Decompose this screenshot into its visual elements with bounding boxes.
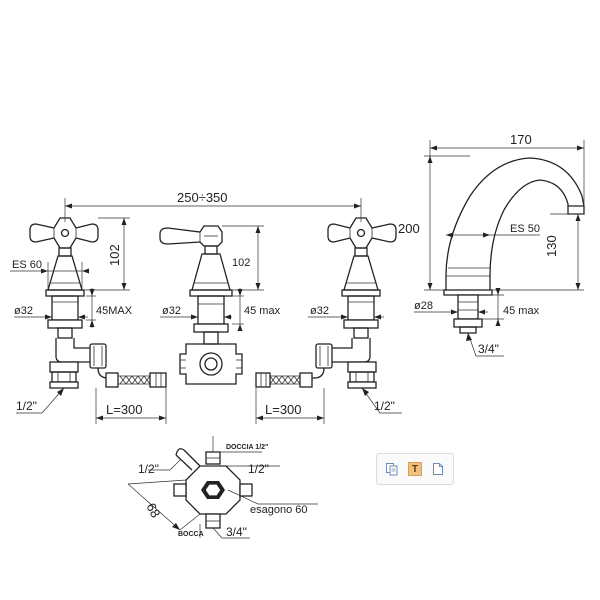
half-inch-right-label: 1/2": [374, 399, 395, 413]
dimension-labels: 250÷350 170 200 130 ES 50 ES 60 102 102 …: [12, 132, 559, 539]
three-quarter-body-label: 3/4": [226, 525, 247, 539]
height-102-mid-label: 102: [232, 257, 250, 269]
spout-height-label: 200: [398, 221, 420, 236]
spout-130-label: 130: [544, 235, 559, 257]
spout: [443, 157, 585, 334]
d32-left-label: ø32: [14, 305, 33, 317]
bocca-label: BOCCA: [178, 531, 204, 538]
middle-valve: [159, 225, 243, 385]
left-valve: [29, 217, 167, 389]
document-button[interactable]: [429, 460, 447, 478]
diagonal-68-label: 68: [143, 500, 163, 520]
height-102-left-label: 102: [107, 244, 122, 266]
d32-mid-label: ø32: [162, 305, 181, 317]
dimension-lines: [10, 140, 585, 539]
l300-right-label: L=300: [265, 402, 302, 417]
left-hose: [105, 372, 167, 388]
span-width-label: 250÷350: [177, 190, 228, 205]
copy-pages-icon: [386, 463, 398, 476]
mixing-body: [179, 343, 243, 385]
es60-label: ES 60: [12, 259, 42, 271]
max45-left-label: 45MAX: [96, 305, 133, 317]
es50-label: ES 50: [510, 223, 540, 235]
half-inch-body-left-label: 1/2": [138, 462, 159, 476]
text-tool-icon: T: [407, 462, 422, 476]
text-tool-button[interactable]: T: [406, 460, 424, 478]
d32-right-label: ø32: [310, 305, 329, 317]
half-inch-body-right-label: 1/2": [248, 462, 269, 476]
floating-toolbar: T: [376, 453, 454, 485]
max45-mid-label: 45 max: [244, 305, 281, 317]
right-hose: [255, 372, 313, 388]
d28-label: ø28: [414, 300, 433, 312]
three-quarter-spout-label: 3/4": [478, 342, 499, 356]
l300-left-label: L=300: [106, 402, 143, 417]
spout-reach-label: 170: [510, 132, 532, 147]
max45-spout-label: 45 max: [503, 305, 540, 317]
document-icon: [432, 463, 443, 475]
diverter-body: [173, 448, 253, 529]
right-valve: [255, 217, 397, 389]
esagono-label: esagono 60: [250, 504, 308, 516]
half-inch-left-label: 1/2": [16, 399, 37, 413]
doccia-label: DOCCIA 1/2": [226, 444, 268, 451]
copy-pages-button[interactable]: [383, 460, 401, 478]
text-tool-label: T: [411, 463, 419, 475]
